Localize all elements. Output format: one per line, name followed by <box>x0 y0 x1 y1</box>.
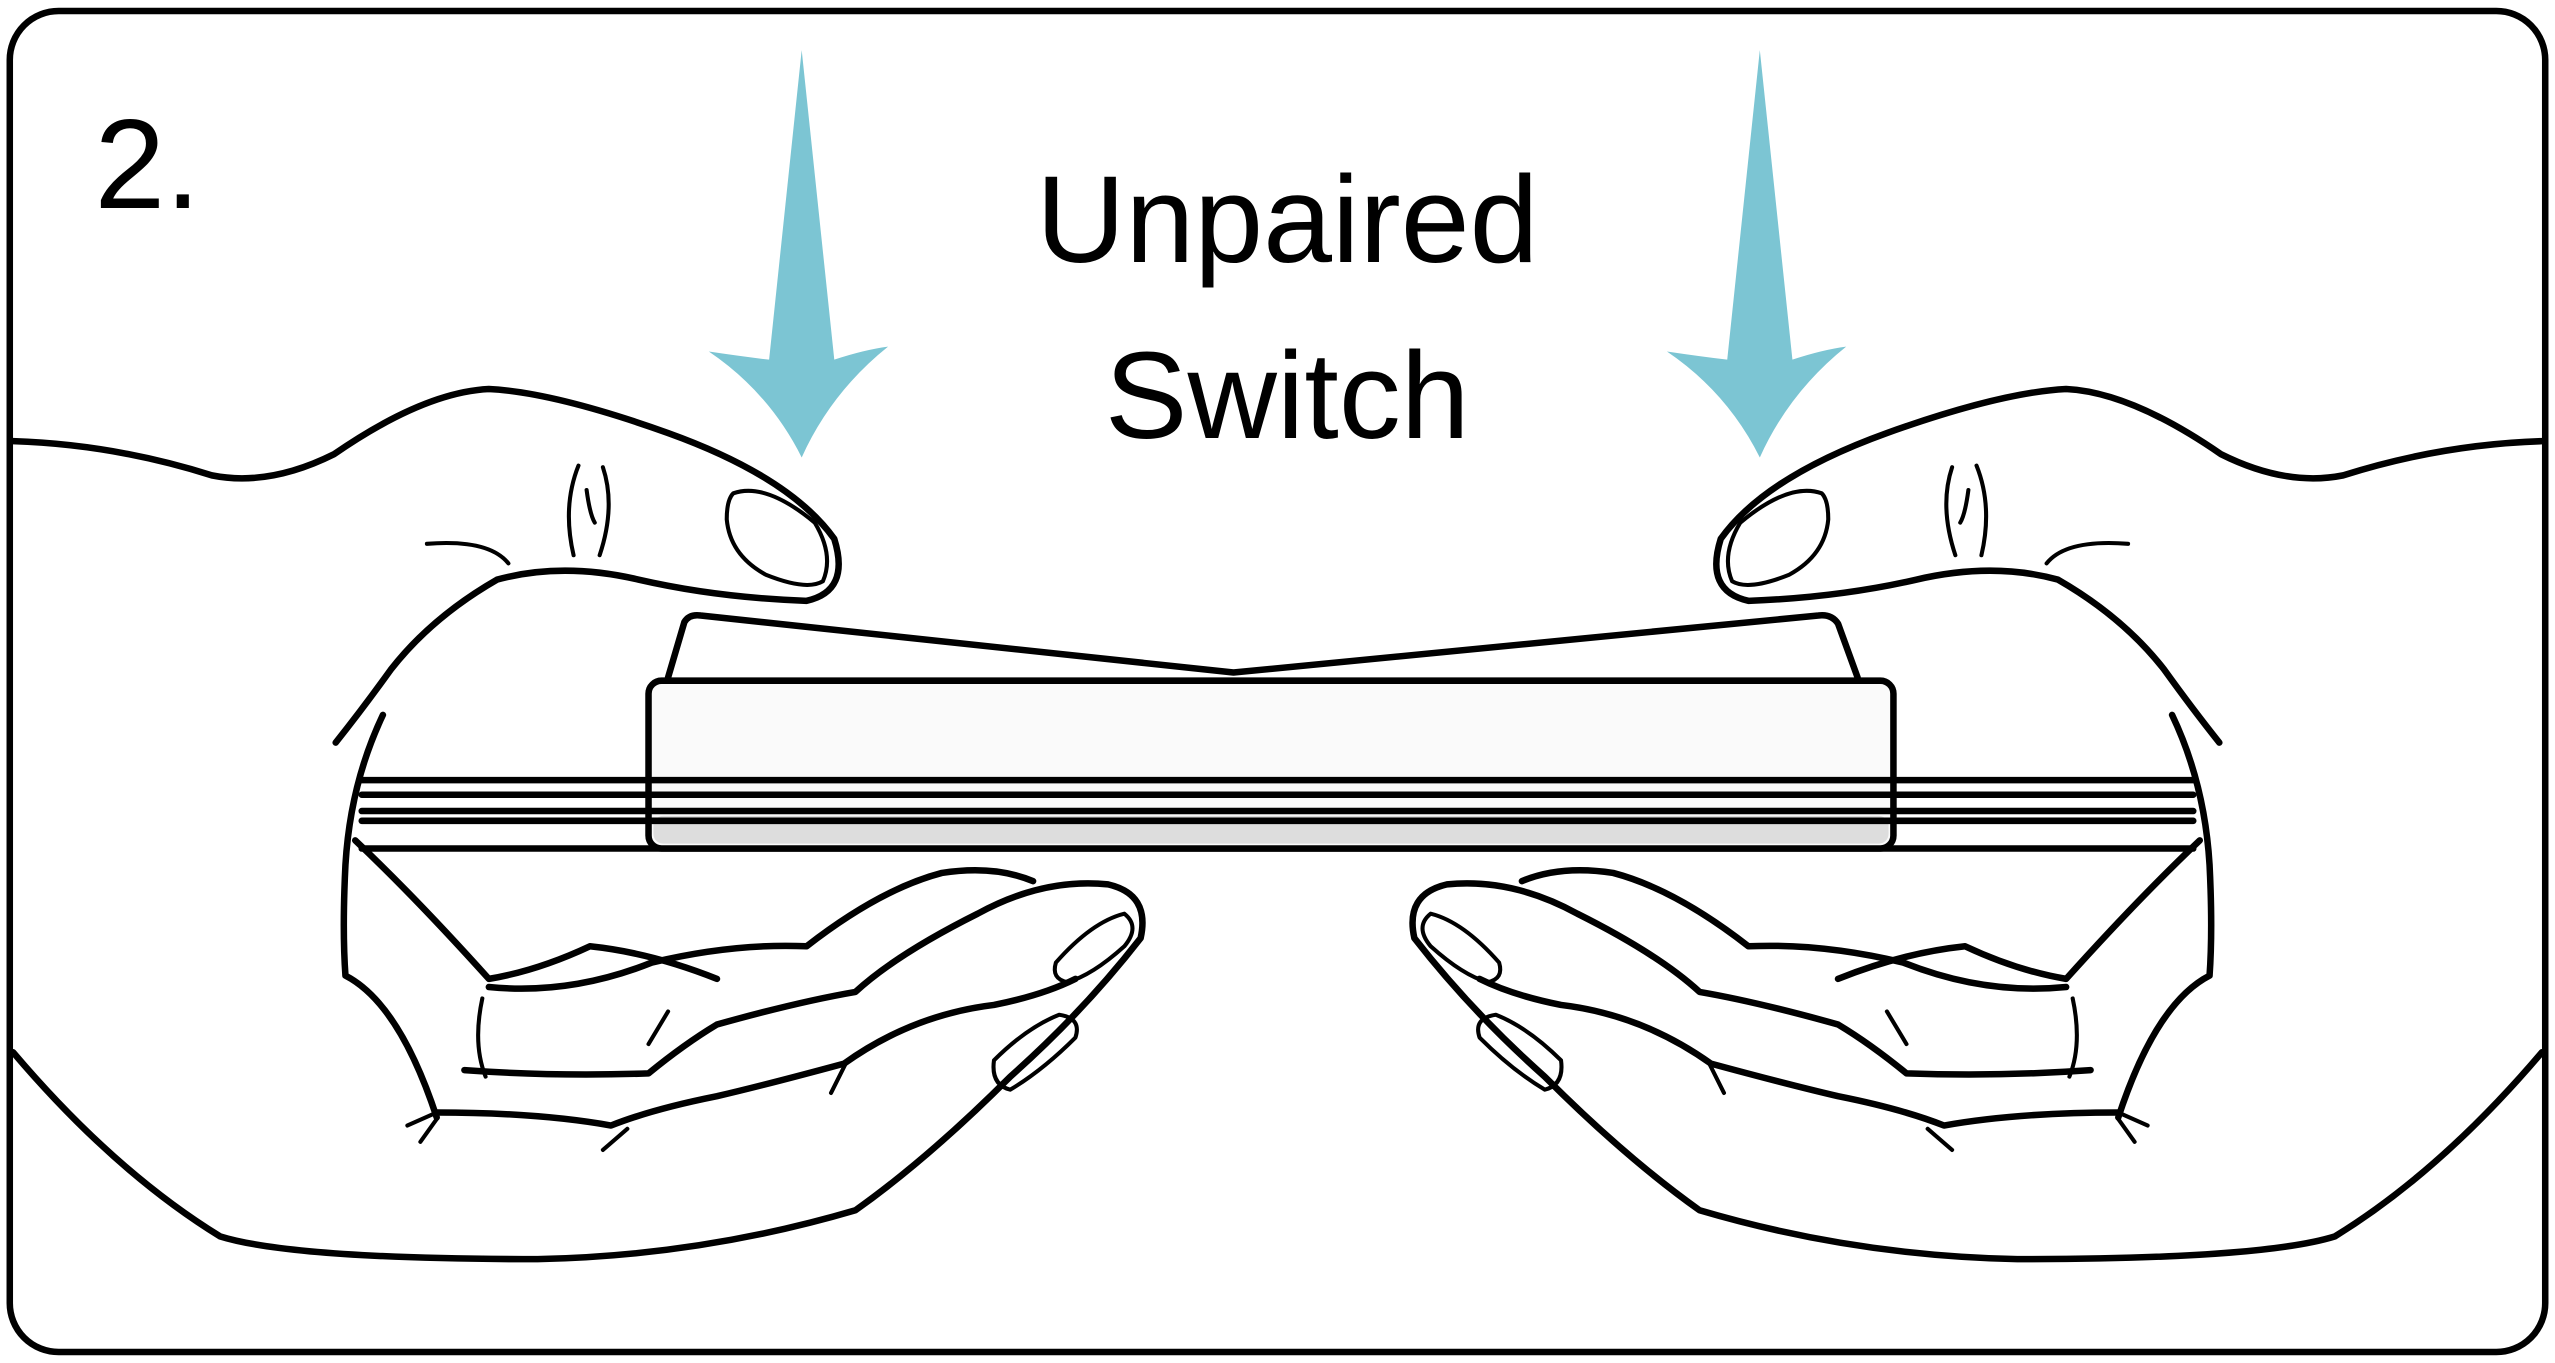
down-arrow-icon <box>708 50 889 458</box>
step-number: 2. <box>95 93 201 235</box>
title-line-1: Unpaired <box>1036 151 1539 289</box>
down-arrow-icon <box>1666 50 1847 458</box>
title-line-2: Switch <box>1105 327 1470 465</box>
left-hands <box>9 385 1146 1263</box>
light-switch <box>645 611 1897 852</box>
